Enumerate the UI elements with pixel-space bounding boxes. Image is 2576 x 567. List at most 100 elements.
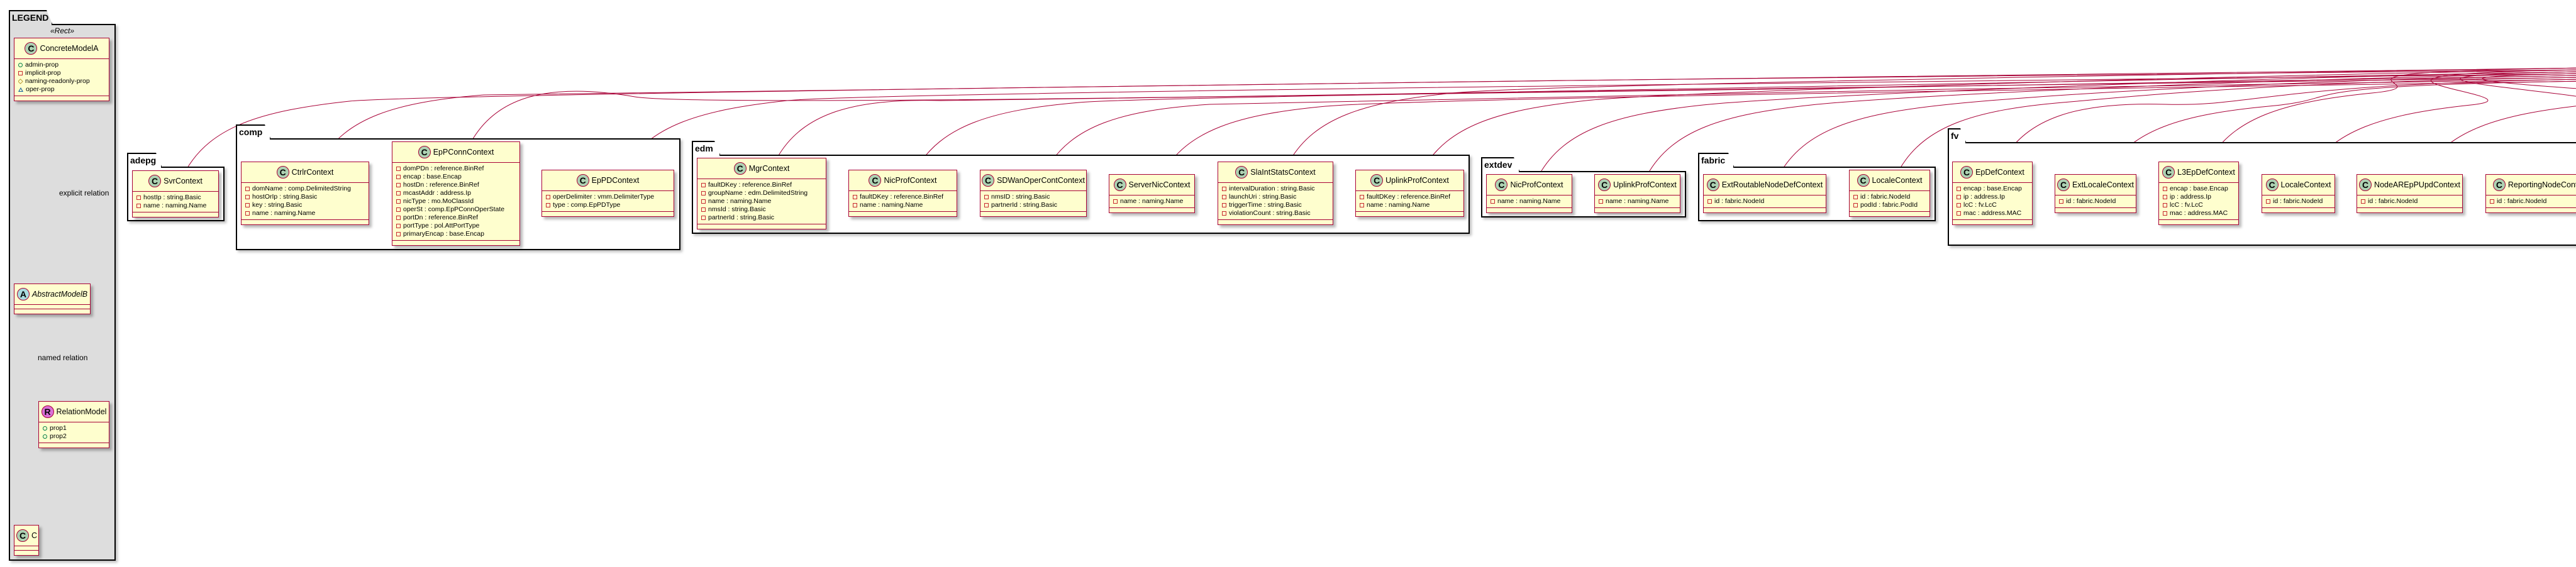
private-visibility-icon — [1491, 199, 1495, 204]
private-visibility-icon — [1957, 187, 1961, 191]
private-visibility-icon — [1957, 195, 1961, 199]
relation-class-icon: R — [41, 405, 54, 418]
public-visibility-icon — [43, 434, 47, 439]
private-visibility-icon — [701, 216, 706, 220]
class-methods — [980, 212, 1086, 216]
private-visibility-icon — [853, 203, 857, 207]
attribute-text: partnerId : string.Basic — [991, 201, 1058, 209]
private-visibility-icon — [2163, 187, 2167, 191]
class-icon: C — [1960, 166, 1974, 179]
class-attribute: id : fabric.NodeId — [1853, 193, 1927, 201]
class-attribute: name : naming.Name — [1599, 197, 1677, 206]
attribute-text: nmsId : string.Basic — [708, 206, 766, 213]
attribute-text: oper-prop — [26, 85, 55, 93]
class-attributes: name : naming.Name — [1487, 195, 1572, 208]
explicit-relation-label: explicit relation — [59, 189, 109, 197]
attribute-text: faultDKey : reference.BinRef — [860, 193, 944, 201]
class-icon: C — [16, 529, 29, 542]
class-methods — [242, 220, 369, 224]
attribute-text: mac : address.MAC — [1963, 209, 2022, 217]
class-name: NicProfContext — [884, 176, 937, 185]
class-methods — [1356, 212, 1463, 216]
class-attribute: hostIp : string.Basic — [136, 194, 216, 202]
private-visibility-icon — [2266, 199, 2270, 204]
attribute-text: lcC : fv.LcC — [2170, 201, 2203, 209]
attribute-text: encap : base.Encap — [1963, 185, 2022, 192]
private-visibility-icon — [396, 191, 401, 195]
public-visibility-icon — [18, 63, 23, 67]
class-methods — [392, 241, 519, 245]
private-visibility-icon — [396, 167, 401, 171]
class-name: L3EpDefContext — [2177, 168, 2235, 177]
private-visibility-icon — [2163, 203, 2167, 207]
package-tab: comp — [236, 124, 271, 140]
attribute-text: naming-readonly-prop — [25, 77, 90, 85]
attribute-text: nicType : mo.MoClassId — [403, 197, 474, 205]
private-visibility-icon — [2361, 199, 2365, 204]
class-methods — [2357, 208, 2462, 212]
class-attributes: id : fabric.NodeId — [2262, 195, 2334, 208]
attribute-text: faultDKey : reference.BinRef — [1367, 193, 1451, 201]
class-box[interactable]: CReportingNodeContextid : fabric.NodeId — [2485, 174, 2576, 213]
attribute-text: encap : base.Encap — [2170, 185, 2228, 192]
class-attribute: name : naming.Name — [1491, 197, 1569, 206]
attribute-text: operDelimiter : vmm.DelimiterType — [553, 193, 655, 201]
class-attribute: id : fabric.NodeId — [2361, 197, 2460, 206]
private-visibility-icon — [245, 203, 250, 207]
private-visibility-icon — [1599, 199, 1603, 204]
private-visibility-icon — [1360, 203, 1364, 207]
class-name: UplinkProfContext — [1613, 180, 1677, 189]
class-attribute: lcC : fv.LcC — [2163, 201, 2236, 209]
class-attribute: name : naming.Name — [1360, 201, 1461, 209]
class-icon: C — [576, 174, 589, 187]
attribute-text: name : naming.Name — [860, 201, 923, 209]
attribute-text: name : naming.Name — [143, 202, 207, 209]
class-methods — [1850, 212, 1929, 216]
attribute-text: hostIp : string.Basic — [143, 194, 201, 201]
public-visibility-icon — [43, 426, 47, 431]
class-name: RelationModel — [56, 407, 107, 416]
class-attribute: name : naming.Name — [1113, 197, 1192, 206]
private-visibility-icon — [701, 199, 706, 204]
attribute-text: admin-prop — [25, 61, 59, 69]
class-attribute: encap : base.Encap — [396, 173, 517, 181]
